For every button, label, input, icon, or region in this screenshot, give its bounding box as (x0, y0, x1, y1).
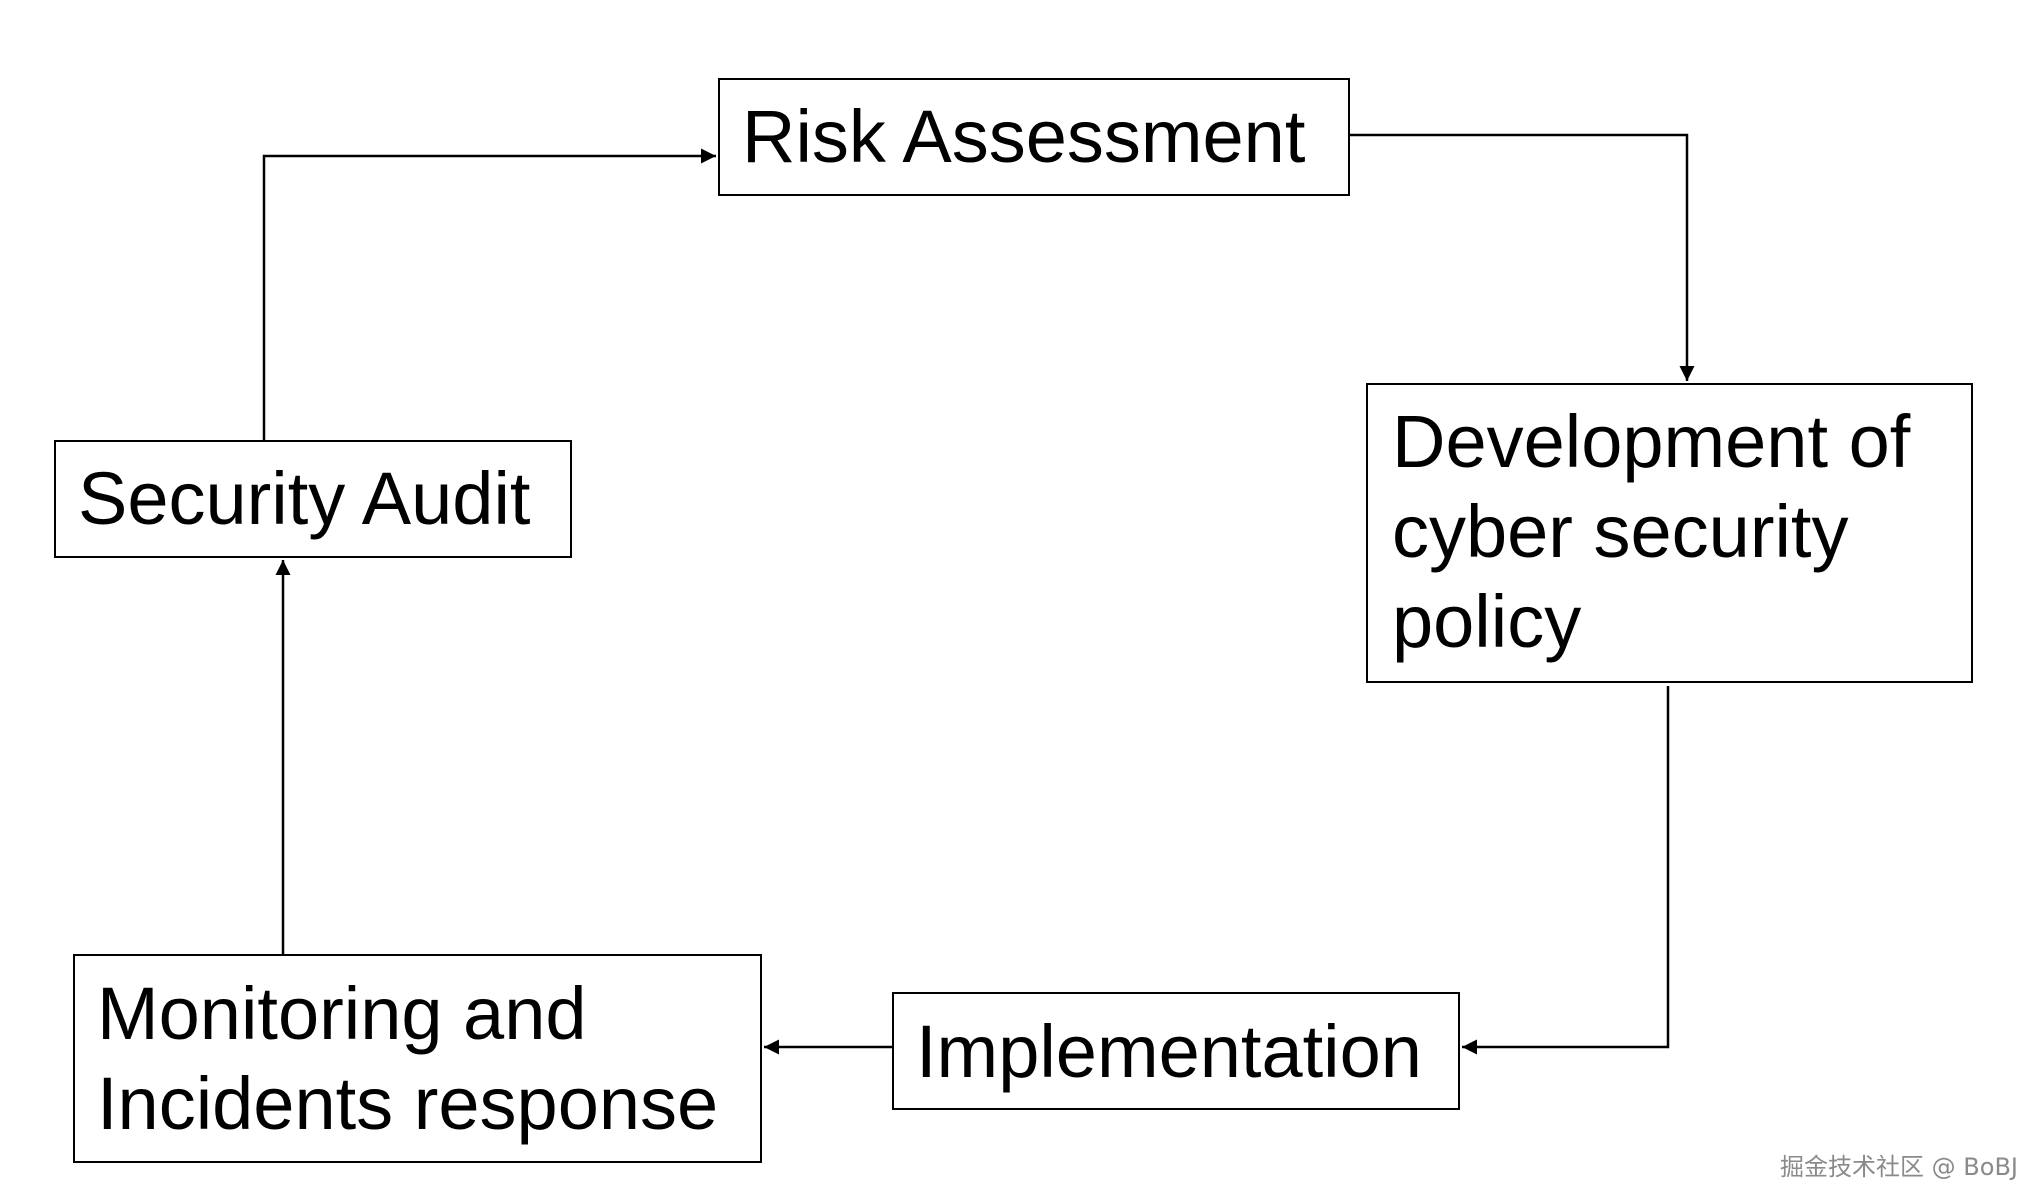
node-monitoring-label-line-2: Incidents response (97, 1062, 719, 1145)
node-monitoring-label-line-1: Monitoring and (97, 972, 587, 1055)
node-implementation: Implementation (892, 992, 1460, 1110)
edge-risk-to-policy (1350, 133, 1695, 381)
node-cyber-security-policy: Development of cyber security policy (1366, 383, 1973, 683)
edge-audit-to-risk (262, 148, 716, 440)
node-monitoring-incidents-response: Monitoring and Incidents response (73, 954, 762, 1163)
node-policy-label-line-2: cyber security (1392, 490, 1849, 573)
node-policy-label-line-3: policy (1392, 580, 1582, 663)
edge-policy-to-implementation (1462, 686, 1670, 1055)
node-security-audit-label: Security Audit (78, 457, 531, 540)
watermark: 掘金技术社区 @ BoBJ (1780, 1153, 2018, 1181)
node-implementation-label: Implementation (916, 1010, 1422, 1093)
node-policy-label-line-1: Development of (1392, 400, 1911, 483)
node-risk-assessment: Risk Assessment (718, 78, 1350, 196)
node-risk-assessment-label: Risk Assessment (742, 95, 1306, 178)
node-security-audit: Security Audit (54, 440, 572, 558)
